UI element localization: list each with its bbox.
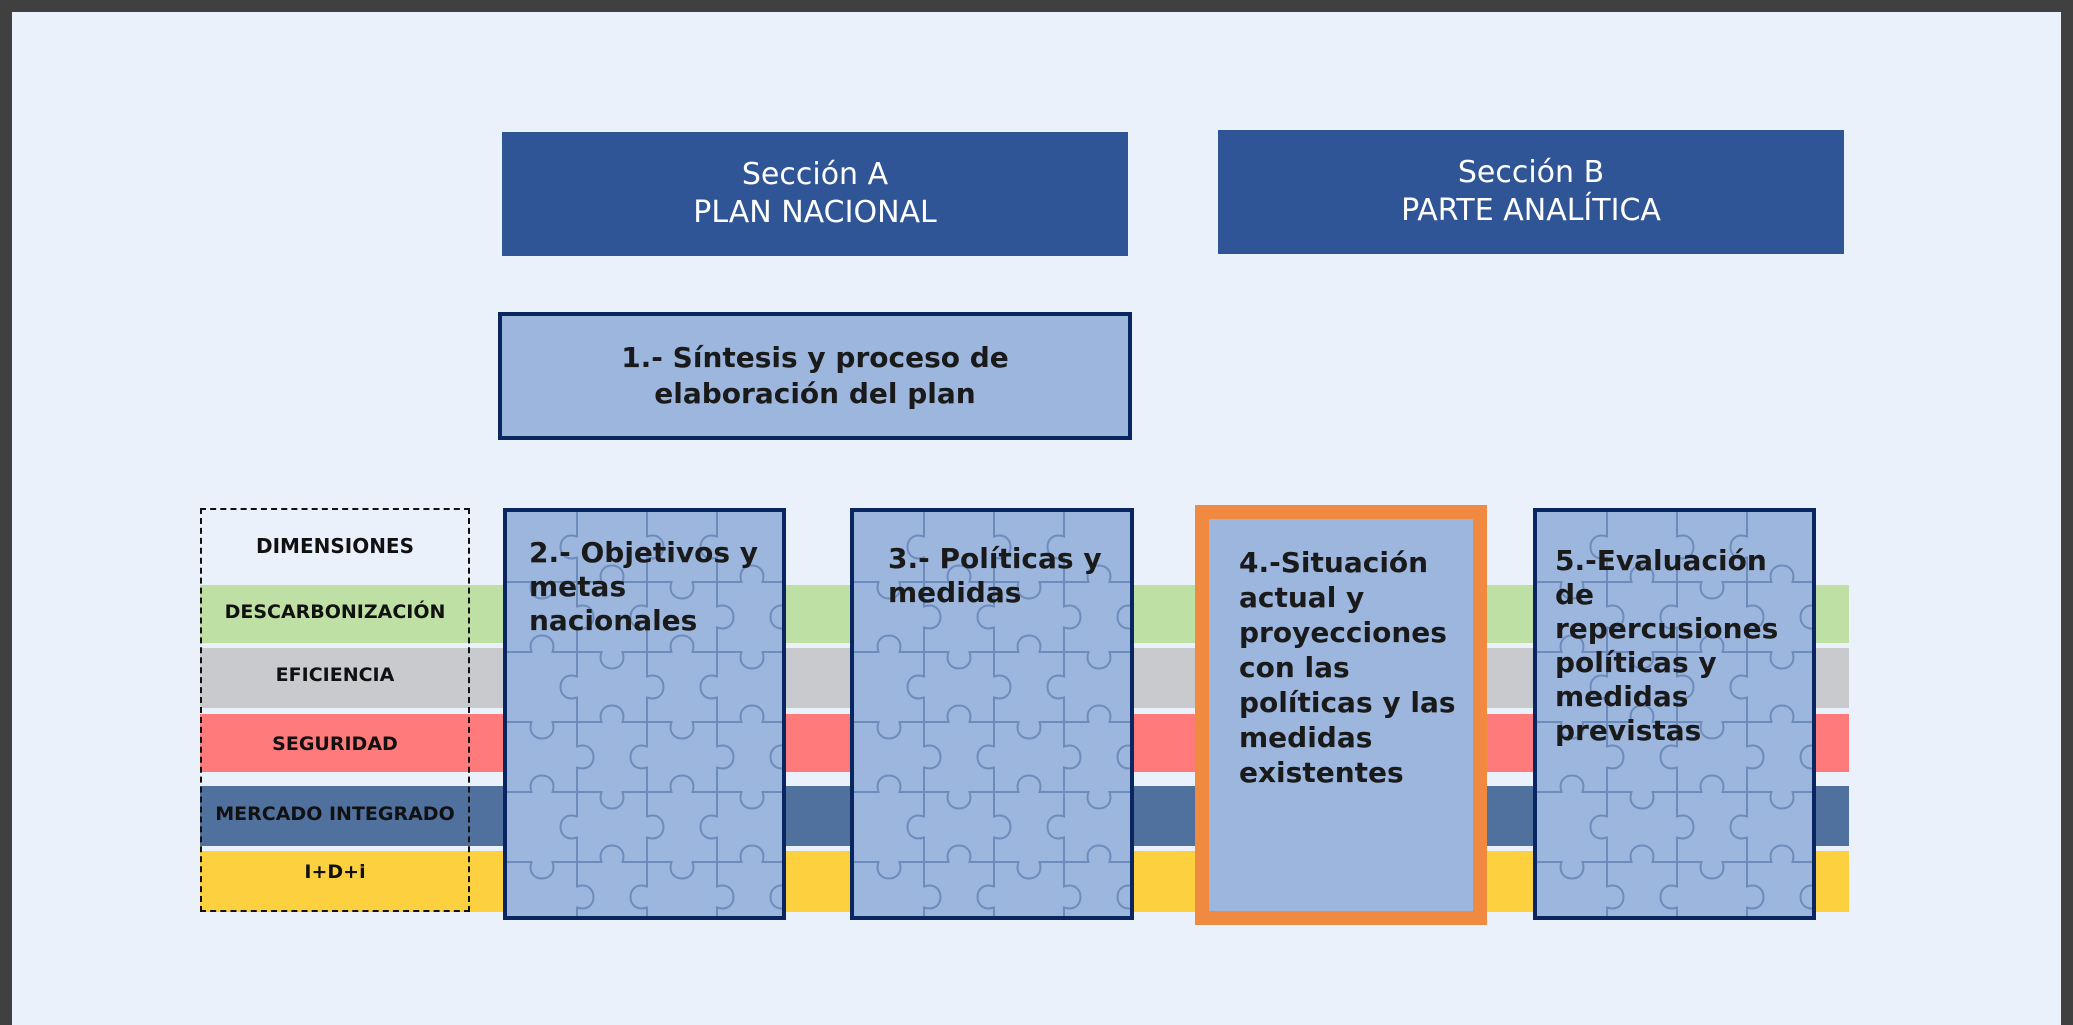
dimensions-frame <box>200 508 470 912</box>
section-b-title: Sección B <box>1457 155 1605 190</box>
section-b-header: Sección B PARTE ANALÍTICA <box>1218 130 1844 254</box>
evaluation-text: 5.-Evaluación de repercusiones políticas… <box>1555 544 1779 747</box>
dimensions-header: DIMENSIONES <box>256 534 414 558</box>
policies-text: 3.- Políticas y medidas <box>888 542 1102 609</box>
section-b-subtitle: PARTE ANALÍTICA <box>1401 193 1661 228</box>
objectives-puzzle-box: 2.- Objetivos y metas nacionales <box>503 508 786 920</box>
current-situation-text: 4.-Situación actual y proyecciones con l… <box>1239 546 1456 789</box>
dimension-label-descarbonizacion: DESCARBONIZACIÓN <box>224 601 446 623</box>
section-a-title: Sección A <box>741 157 889 192</box>
dimension-label-seguridad: SEGURIDAD <box>272 733 398 755</box>
synthesis-box: 1.- Síntesis y proceso de elaboración de… <box>498 312 1132 440</box>
evaluation-puzzle-box: 5.-Evaluación de repercusiones políticas… <box>1533 508 1816 920</box>
section-a-subtitle: PLAN NACIONAL <box>693 195 937 230</box>
synthesis-line-1: 1.- Síntesis y proceso de <box>621 341 1009 374</box>
objectives-text: 2.- Objetivos y metas nacionales <box>529 536 759 637</box>
dimension-label-eficiencia: EFICIENCIA <box>275 664 395 686</box>
dimension-label-idi: I+D+i <box>304 861 366 883</box>
policies-puzzle-box: 3.- Políticas y medidas <box>850 508 1134 920</box>
synthesis-line-2: elaboración del plan <box>654 377 976 410</box>
puzzle-pattern-icon <box>854 512 1130 916</box>
section-a-header: Sección A PLAN NACIONAL <box>502 132 1128 256</box>
current-situation-box: 4.-Situación actual y proyecciones con l… <box>1195 505 1487 925</box>
puzzle-pattern-icon <box>507 512 782 916</box>
puzzle-pattern-icon <box>1537 512 1812 916</box>
dimension-label-mercado-integrado: MERCADO INTEGRADO <box>215 803 455 825</box>
